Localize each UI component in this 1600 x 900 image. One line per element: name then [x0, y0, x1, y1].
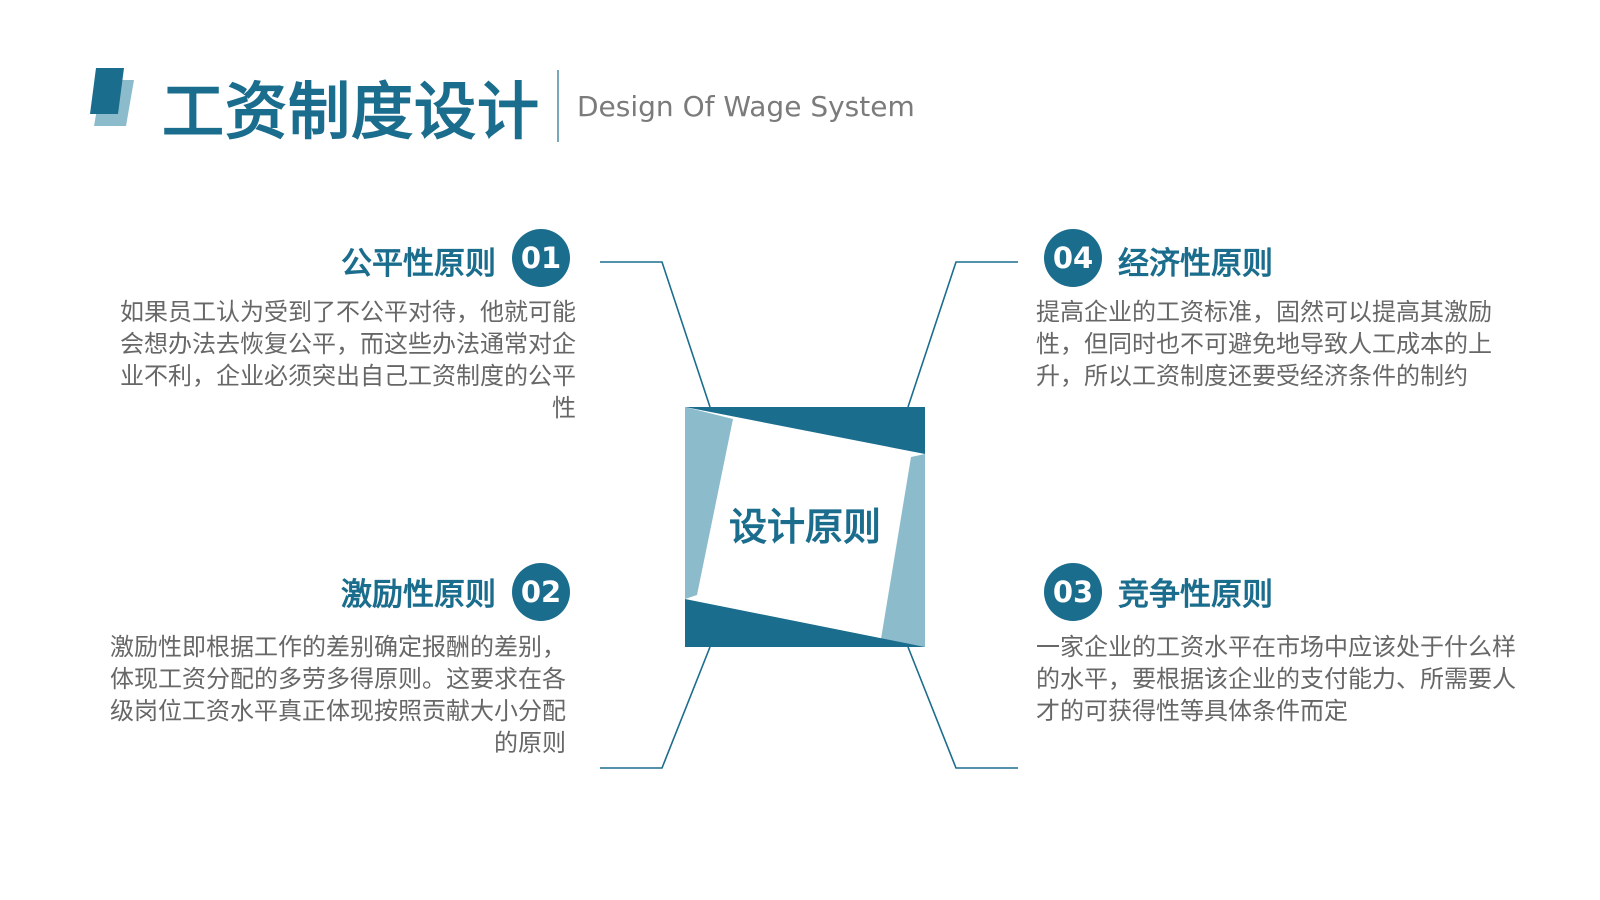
- connector-03: [907, 646, 1018, 769]
- logo-mark-icon: [90, 68, 134, 126]
- principle-04-badge: 04: [1044, 229, 1102, 287]
- principle-03-title: 竞争性原则: [1118, 577, 1273, 613]
- connector-02: [600, 646, 711, 769]
- principle-03-text: 一家企业的工资水平在市场中应该处于什么样的水平，要根据该企业的支付能力、所需要人…: [1036, 633, 1516, 725]
- principle-02-title: 激励性原则: [341, 577, 496, 613]
- principle-04-text: 提高企业的工资标准，固然可以提高其激励性，但同时也不可避免地导致人工成本的上升，…: [1036, 298, 1492, 390]
- principle-04-title: 经济性原则: [1118, 246, 1273, 282]
- center-label: 设计原则: [728, 505, 881, 549]
- page-subtitle: Design Of Wage System: [577, 90, 915, 123]
- principle-02-text: 激励性即根据工作的差别确定报酬的差别，体现工资分配的多劳多得原则。这要求在各级岗…: [110, 633, 566, 757]
- principle-02-badge: 02: [512, 563, 570, 621]
- principle-01-text: 如果员工认为受到了不公平对待，他就可能会想办法去恢复公平，而这些办法通常对企业不…: [120, 298, 576, 422]
- connector-04: [907, 261, 1018, 408]
- principle-01-title: 公平性原则: [341, 246, 496, 282]
- principle-01-badge: 01: [512, 229, 570, 287]
- page-title: 工资制度设计: [162, 75, 541, 148]
- principle-03-badge: 03: [1044, 563, 1102, 621]
- title-divider: [557, 70, 559, 142]
- center-box: [685, 407, 925, 647]
- connector-01: [600, 261, 711, 408]
